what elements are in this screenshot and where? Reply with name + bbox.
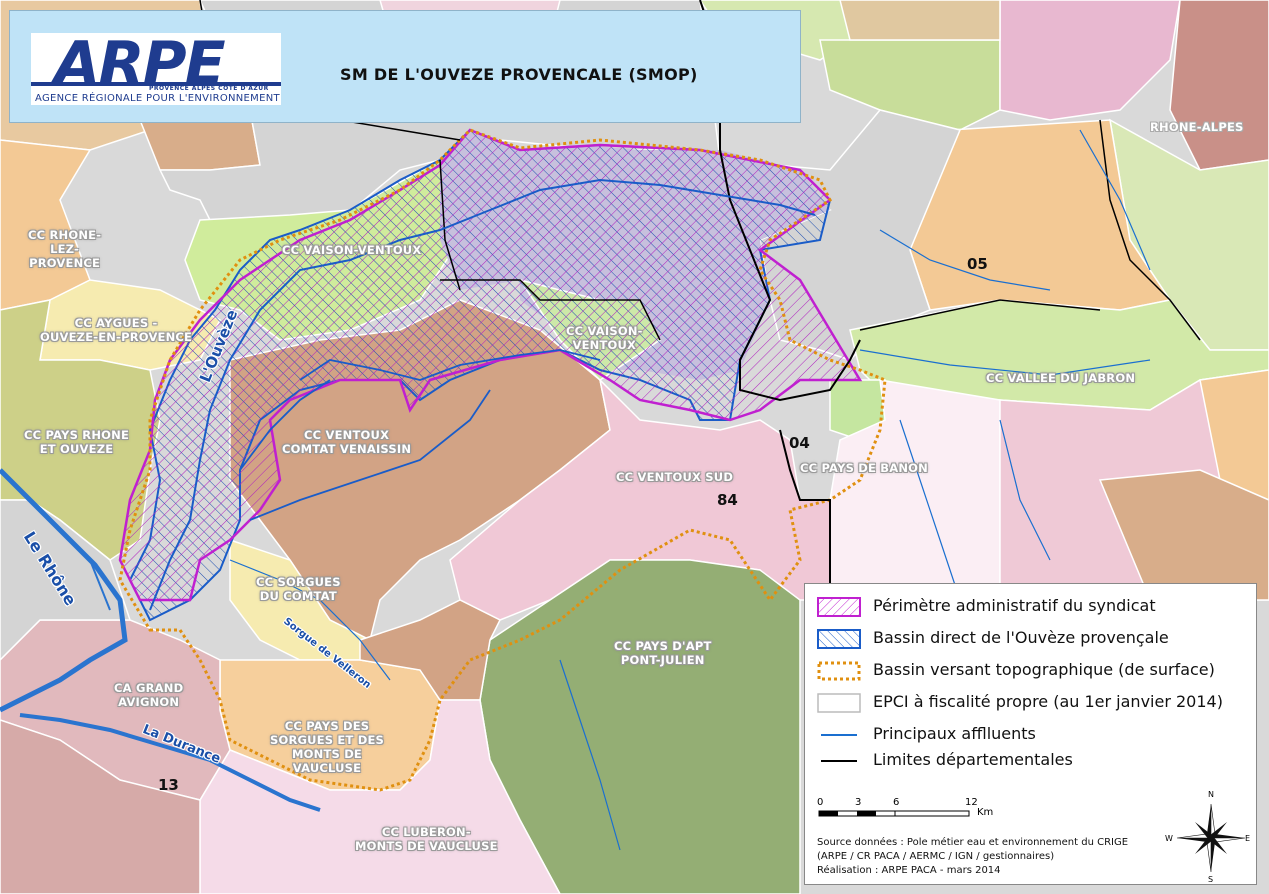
scale-tick-6: 6 xyxy=(893,797,900,808)
arpe-logo: ARPE PROVENCE ALPES CÔTE D'AZUR AGENCE R… xyxy=(31,29,281,105)
scale-bar-graphic xyxy=(818,810,970,817)
source-line-1: Source données : Pole métier eau et envi… xyxy=(817,837,1129,848)
map-title: SM DE L'OUVEZE PROVENCALE (SMOP) xyxy=(340,65,698,84)
river-rhone-branch xyxy=(9,479,111,611)
region-brown-south xyxy=(359,599,502,701)
legend-symbol-affluents xyxy=(821,734,857,736)
legend-label-bassin-direct: Bassin direct de l'Ouvèze provençale xyxy=(873,628,1169,647)
region-tan-east xyxy=(1199,369,1269,501)
river-east-2 xyxy=(999,419,1051,561)
region-cc-luberon xyxy=(199,699,561,894)
source-line-2: (ARPE / CR PACA / AERMC / IGN / gestionn… xyxy=(817,851,1055,862)
compass-s: S xyxy=(1208,875,1214,884)
river-sorgue xyxy=(229,559,391,681)
bassin-versant-topo xyxy=(118,128,887,792)
river-tributary-3 xyxy=(249,389,491,521)
legend-symbol-limites xyxy=(821,760,857,762)
label-cc-pays-sorgues: CC PAYS DES SORGUES ET DES MONTS DE VAUC… xyxy=(270,719,385,775)
label-cc-sorgues-comtat: CC SORGUES DU COMTAT xyxy=(256,575,341,603)
legend-symbol-bassin-versant xyxy=(817,661,861,681)
river-tributary-1 xyxy=(299,349,601,381)
dept-boundary-ne xyxy=(1099,119,1201,341)
scale-tick-3: 3 xyxy=(855,797,862,808)
label-cc-ventoux-comtat: CC VENTOUX COMTAT VENAISSIN xyxy=(282,428,412,456)
label-cc-vallee-jabron: CC VALLEE DU JABRON xyxy=(986,371,1136,385)
label-cc-rhone-lez: CC RHONE- LEZ- PROVENCE xyxy=(28,228,102,270)
north-arrow-icon xyxy=(1176,803,1246,873)
map-header: ARPE PROVENCE ALPES CÔTE D'AZUR AGENCE R… xyxy=(9,10,801,123)
logo-region-text: PROVENCE ALPES CÔTE D'AZUR xyxy=(149,85,269,92)
label-cc-aygues: CC AYGUES - OUVEZE-EN-PROVENCE xyxy=(40,316,193,344)
perimetre-syndicat-area xyxy=(118,128,863,602)
label-cc-ventoux-sud: CC VENTOUX SUD xyxy=(616,470,734,484)
compass-n: N xyxy=(1208,790,1214,799)
map-source: Source données : Pole métier eau et envi… xyxy=(817,836,1128,878)
compass-e: E xyxy=(1245,834,1251,843)
legend-symbol-perimetre xyxy=(817,597,861,617)
river-jabron xyxy=(859,349,1151,376)
dept-boundary-05 xyxy=(859,299,1101,331)
river-ne xyxy=(1079,129,1151,271)
logo-underline xyxy=(31,82,281,86)
scale-tick-12: 12 xyxy=(965,797,978,808)
scale-tick-0: 0 xyxy=(817,797,824,808)
boundary-vaison-inner xyxy=(440,279,661,341)
region-tan-top xyxy=(839,0,1001,41)
compass-w: W xyxy=(1165,834,1173,843)
scale-unit: Km xyxy=(977,807,994,818)
dept-label-13: 13 xyxy=(158,776,179,794)
label-ca-grand-avignon: CA GRAND AVIGNON xyxy=(114,681,184,709)
dept-boundary-04-84 xyxy=(779,429,831,600)
river-durance xyxy=(19,713,321,812)
dept-label-04: 04 xyxy=(789,434,810,452)
river-ouveze xyxy=(149,178,816,611)
dept-label-84: 84 xyxy=(717,491,738,509)
region-pink-ne xyxy=(999,0,1181,121)
label-cc-pays-banon: CC PAYS DE BANON xyxy=(800,461,928,475)
region-brown-east xyxy=(1098,469,1269,601)
legend-symbol-epci xyxy=(817,693,861,713)
legend-label-affluents: Principaux afflluents xyxy=(873,724,1036,743)
scale-bar: 0 3 6 12 Km xyxy=(817,797,997,829)
legend-label-limites: Limites départementales xyxy=(873,750,1073,769)
legend-label-bassin-versant: Bassin versant topographique (de surface… xyxy=(873,660,1215,679)
river-tributary-2 xyxy=(239,379,331,471)
boundary-vaison-west xyxy=(439,159,461,291)
label-cc-pays-apt: CC PAYS D'APT PONT-JULIEN xyxy=(614,639,712,667)
label-cc-luberon: CC LUBERON- MONTS DE VAUCLUSE xyxy=(355,825,498,853)
source-line-3: Réalisation : ARPE PACA - mars 2014 xyxy=(817,865,1001,876)
legend-label-perimetre: Périmètre administratif du syndicat xyxy=(873,596,1156,615)
label-cc-vaison-2: CC VAISON- VENTOUX xyxy=(566,324,643,352)
legend-symbol-bassin-direct xyxy=(817,629,861,649)
river-east-1 xyxy=(899,419,961,601)
label-cc-pays-rhone: CC PAYS RHONE ET OUVEZE xyxy=(24,428,130,456)
map-legend: Périmètre administratif du syndicat Bass… xyxy=(804,583,1257,885)
river-jabron-north xyxy=(879,229,1051,291)
logo-main-text: ARPE xyxy=(54,29,226,99)
river-calavon xyxy=(559,659,621,851)
region-dept-13 xyxy=(0,719,201,894)
label-rhone-alpes: RHONE-ALPES xyxy=(1150,120,1244,134)
legend-label-epci: EPCI à fiscalité propre (au 1er janvier … xyxy=(873,692,1223,711)
logo-agency-text: AGENCE RÉGIONALE POUR L'ENVIRONNEMENT xyxy=(35,93,280,104)
region-ca-grand-avignon xyxy=(0,619,231,801)
label-cc-vaison-1: CC VAISON-VENTOUX xyxy=(282,243,422,257)
dept-label-05: 05 xyxy=(967,255,988,273)
